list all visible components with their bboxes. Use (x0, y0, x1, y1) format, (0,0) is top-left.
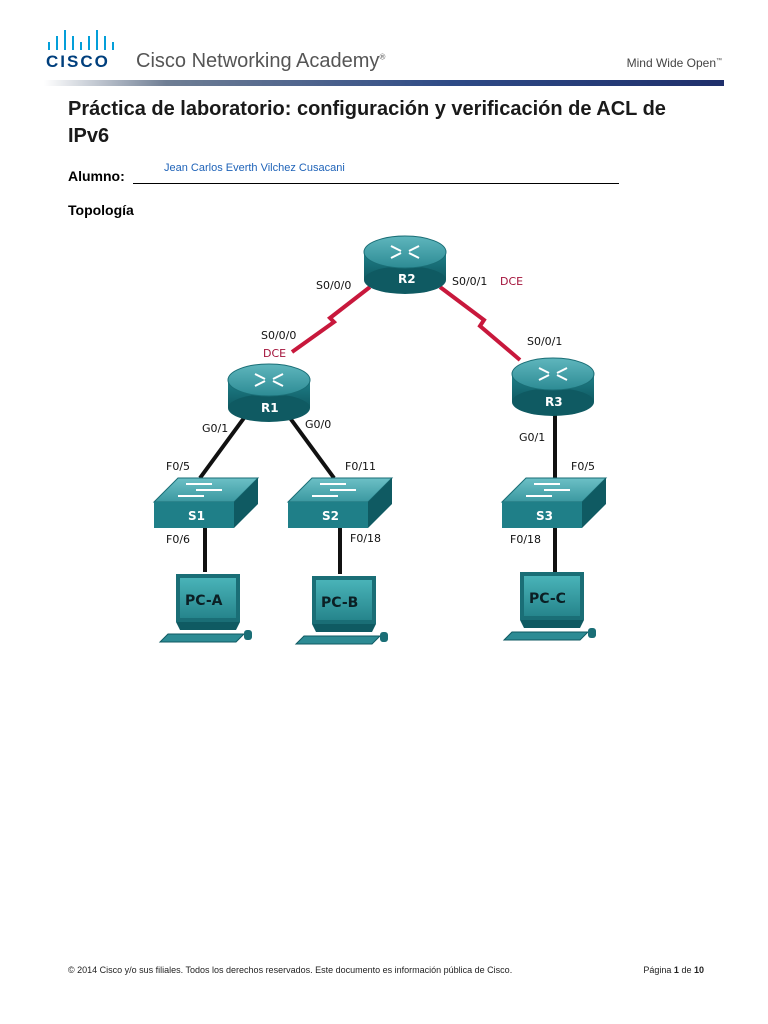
serial-link-r2-r1 (290, 285, 372, 354)
pc-b-mouse-icon (380, 632, 388, 642)
switch-s2: S2 (286, 477, 394, 528)
pc-b: PC-B (294, 576, 388, 645)
router-r3-name: R3 (545, 395, 563, 409)
pc-a-keyboard (158, 633, 246, 643)
router-r2-top (363, 235, 447, 269)
label-s2-f018: F0/18 (350, 532, 381, 545)
label-s3-f018: F0/18 (510, 533, 541, 546)
pc-a-stand (176, 622, 240, 630)
pc-c-stand (520, 620, 584, 628)
router-r2: R2 (363, 235, 447, 294)
router-r1: R1 (227, 363, 311, 422)
label-r1-g00: G0/0 (305, 418, 331, 431)
label-r2-dce: DCE (500, 275, 523, 288)
switch-s2-side (368, 478, 392, 528)
label-r3-g01: G0/1 (519, 431, 545, 444)
router-arrows-icon (254, 373, 284, 387)
label-r3-s001: S0/0/1 (527, 335, 562, 348)
link-r1-s1 (198, 416, 246, 480)
page-number: Página 1 de 10 (643, 965, 704, 975)
pc-b-keyboard (294, 635, 382, 645)
label-r1-dce: DCE (263, 347, 286, 360)
switch-s3: S3 (500, 477, 608, 528)
pc-c-keyboard (502, 631, 590, 641)
router-r1-base (228, 394, 310, 422)
topology-heading: Topología (68, 202, 134, 218)
switch-s3-side (582, 478, 606, 528)
switch-s2-name: S2 (322, 509, 339, 523)
label-r1-s000: S0/0/0 (261, 329, 296, 342)
switch-s1-front (154, 502, 234, 528)
pc-a-name: PC-A (185, 593, 223, 609)
label-s1-f05: F0/5 (166, 460, 190, 473)
pc-c-name: PC-C (529, 591, 566, 607)
pc-c: PC-C (502, 572, 596, 641)
footer-copyright: © 2014 Cisco y/o sus filiales. Todos los… (68, 965, 513, 975)
router-r3-base (512, 388, 594, 416)
header-divider (44, 80, 724, 86)
switch-s2-front (288, 502, 368, 528)
switch-s1: S1 (152, 477, 260, 528)
cisco-logo: CISCO (44, 28, 124, 74)
label-r2-s000: S0/0/0 (316, 279, 351, 292)
pc-b-screen (316, 580, 372, 620)
pc-a-mouse-icon (244, 630, 252, 640)
switch-s1-name: S1 (188, 509, 205, 523)
router-r1-name: R1 (261, 401, 279, 415)
cisco-logo-bars-icon (48, 28, 120, 50)
student-name-line (133, 183, 619, 184)
switch-arrows-icon (526, 483, 570, 497)
router-r3: R3 (511, 357, 595, 416)
student-name: Jean Carlos Everth Vilchez Cusacani (164, 162, 345, 174)
label-r1-g01: G0/1 (202, 422, 228, 435)
label-s2-f011: F0/11 (345, 460, 376, 473)
router-r3-top (511, 357, 595, 391)
pc-b-stand (312, 624, 376, 632)
switch-arrows-icon (312, 483, 356, 497)
router-arrows-icon (390, 245, 420, 259)
label-s1-f06: F0/6 (166, 533, 190, 546)
label-r2-s001: S0/0/1 (452, 275, 487, 288)
pc-a-screen (180, 578, 236, 618)
switch-s3-name: S3 (536, 509, 553, 523)
switch-s3-front (502, 502, 582, 528)
student-label: Alumno: (68, 168, 125, 184)
tagline: Mind Wide Open™ (626, 56, 722, 70)
document-title: Práctica de laboratorio: configuración y… (68, 98, 666, 147)
pc-c-screen (524, 576, 580, 616)
cisco-logo-text: CISCO (46, 52, 110, 71)
router-arrows-icon (538, 367, 568, 381)
label-s3-f05: F0/5 (571, 460, 595, 473)
pc-b-name: PC-B (321, 595, 358, 611)
router-r1-top (227, 363, 311, 397)
router-r2-name: R2 (398, 272, 416, 286)
pc-c-mouse-icon (588, 628, 596, 638)
router-r2-base (364, 266, 446, 294)
pc-a: PC-A (158, 574, 252, 643)
academy-name: Cisco Networking Academy® (136, 50, 386, 72)
switch-s1-side (234, 478, 258, 528)
serial-link-r2-r3 (438, 285, 522, 362)
link-r1-s2 (288, 416, 336, 480)
switch-arrows-icon (178, 483, 222, 497)
